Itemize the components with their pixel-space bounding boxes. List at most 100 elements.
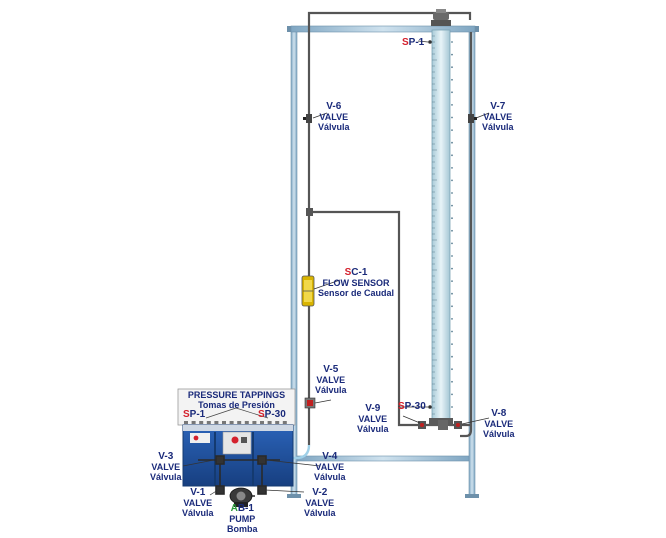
column-tap-dot: [451, 141, 453, 144]
v2-tag: V-2: [312, 487, 328, 498]
v6-en: VALVE: [319, 112, 349, 122]
v5-tag: V-5: [323, 364, 339, 375]
ab1-prefix: A: [230, 503, 238, 514]
v2-es: Válvula: [304, 508, 336, 518]
valve-v5-label: V-5 VALVE Válvula: [315, 364, 347, 395]
panel-sp-1-label: SP-1: [183, 409, 205, 420]
valve-v8-label: V-8 VALVE Válvula: [483, 408, 515, 439]
valve-v1-label: V-1 VALVE Válvula: [182, 487, 214, 518]
v3-tag: V-3: [158, 451, 174, 462]
bottom-fitting: [438, 420, 448, 430]
column-tap-dot: [451, 330, 453, 333]
v7-es: Válvula: [482, 122, 514, 132]
column-tap-dot: [451, 292, 453, 295]
v6-tag: V-6: [326, 101, 342, 112]
ab1-tag: B-1: [237, 503, 254, 514]
valve-v6-symbol: [303, 114, 312, 123]
column-tap-dot: [451, 406, 453, 408]
v4-tag: V-4: [322, 451, 338, 462]
v9-tag: V-9: [365, 403, 381, 414]
panel-tap-fitting: [282, 421, 287, 424]
v4-en: VALVE: [315, 462, 345, 472]
column-tap-dot: [451, 53, 453, 56]
column-tap-dot: [451, 343, 453, 345]
sp-30-col-prefix: S: [398, 401, 405, 412]
column-tap-dot: [451, 104, 453, 106]
valve-v3-label: V-3 VALVE Válvula: [150, 451, 182, 482]
v5-es: Válvula: [315, 385, 347, 395]
v6-es: Válvula: [318, 122, 350, 132]
panel-tap-fitting: [244, 421, 249, 424]
pump-ab1-symbol: [229, 487, 253, 507]
column-tap-dot: [451, 154, 453, 157]
pump-ab1-label: AB-1 PUMP Bomba: [227, 503, 258, 534]
column-tap-dot: [451, 179, 453, 182]
v9-es: Válvula: [357, 424, 389, 434]
panel-tap-fitting: [206, 421, 211, 424]
column-tap-dot: [451, 129, 453, 132]
v2-en: VALVE: [305, 498, 335, 508]
panel-tap-fitting: [184, 421, 188, 424]
column-tap-dot: [451, 167, 453, 169]
panel-sp-1-prefix: S: [183, 409, 190, 420]
supply-hose: [262, 444, 311, 460]
sc1-en: FLOW SENSOR: [322, 278, 390, 288]
sp-1-top-label: SP-1: [402, 37, 424, 48]
column-tap-dot: [451, 280, 453, 282]
sc1-prefix: S: [344, 267, 352, 278]
panel-tap-fitting: [237, 421, 242, 424]
valve-v2-label: V-2 VALVE Válvula: [304, 487, 336, 518]
pressure-tappings-panel: [177, 388, 296, 426]
column-tap-dot: [451, 78, 453, 81]
valve-v7-symbol: [468, 114, 477, 123]
column-tap-dot: [451, 393, 453, 396]
test-column: [429, 29, 453, 426]
v7-en: VALVE: [483, 112, 513, 122]
valve-v9-label: V-9 VALVE Válvula: [357, 403, 389, 434]
base-unit: [182, 424, 294, 487]
panel-tap-fitting: [275, 421, 280, 424]
column-tap-dot: [451, 267, 453, 270]
panel-tap-fitting: [222, 421, 226, 424]
v7-tag: V-7: [490, 101, 506, 112]
panel-sp-30-prefix: S: [258, 409, 265, 420]
v1-es: Válvula: [182, 508, 214, 518]
column-tap-dot: [451, 192, 453, 194]
column-tap-dot: [451, 380, 453, 383]
ab1-en: PUMP: [229, 514, 256, 524]
column-tap-dot: [451, 229, 453, 232]
valve-v5-symbol: [304, 397, 316, 409]
v1-en: VALVE: [183, 498, 213, 508]
column-tap-dot: [451, 217, 453, 220]
sc1-es: Sensor de Caudal: [318, 288, 395, 298]
v8-tag: V-8: [491, 408, 507, 419]
v4-es: Válvula: [314, 472, 346, 482]
pipe-tee: [306, 208, 313, 216]
column-tap-dot: [451, 91, 453, 94]
ab1-es: Bomba: [227, 524, 258, 534]
leader-lines: [182, 40, 490, 496]
v3-es: Válvula: [150, 472, 182, 482]
column-tap-dot: [451, 318, 453, 320]
panel-tap-fitting: [260, 421, 264, 424]
column-top-fitting: [431, 9, 451, 26]
column-tap-dot: [451, 41, 453, 43]
flow-sensor-sc1-symbol: [301, 275, 315, 307]
column-tap-dot: [451, 242, 453, 245]
column-tap-dot: [451, 204, 453, 207]
panel-tap-fitting: [191, 421, 196, 424]
flow-sensor-sc1-label: SC-1 FLOW SENSOR Sensor de Caudal: [318, 267, 394, 298]
column-tap-dot: [451, 355, 453, 358]
panel-sp-1-tag: P-1: [189, 409, 206, 420]
v8-es: Válvula: [483, 429, 515, 439]
column-tap-dot: [451, 116, 453, 119]
v8-en: VALVE: [484, 419, 514, 429]
panel-tap-fitting: [229, 421, 234, 424]
sp-1-top-prefix: S: [402, 37, 409, 48]
sp-1-tap-point: [428, 40, 432, 44]
pressure-tappings-en: PRESSURE TAPPINGS: [187, 390, 286, 400]
sp-30-column-label: SP-30: [398, 401, 426, 412]
v5-en: VALVE: [316, 375, 346, 385]
sp-1-top-tag: P-1: [408, 37, 425, 48]
